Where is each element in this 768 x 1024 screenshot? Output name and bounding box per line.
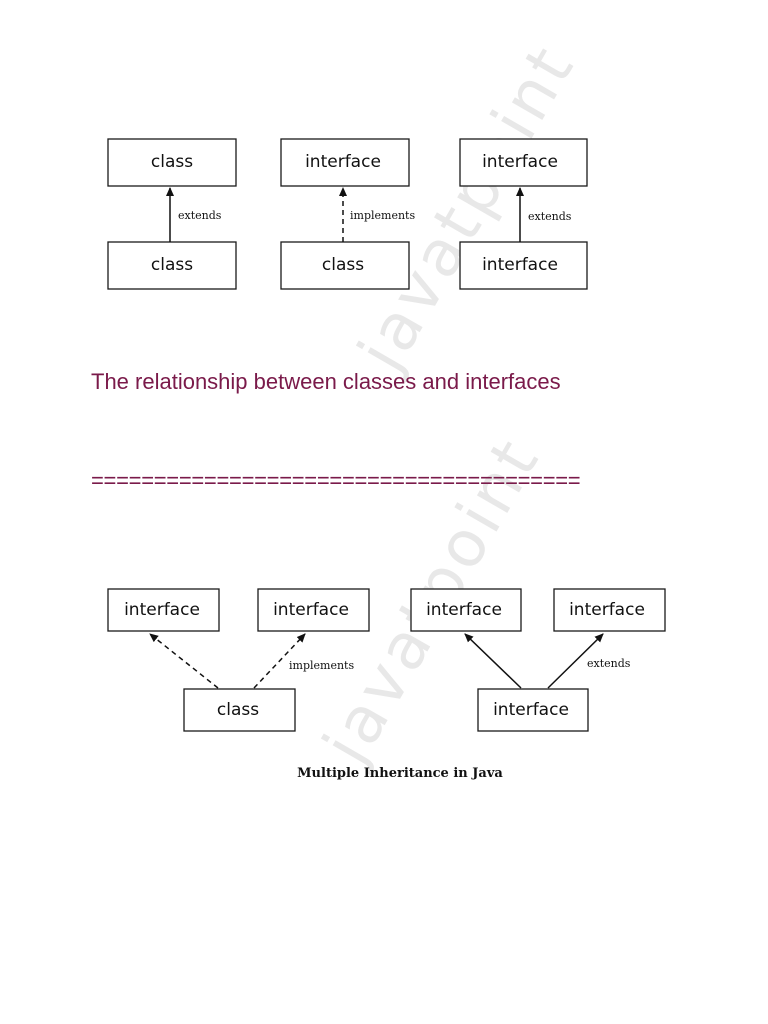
node-label: interface — [569, 600, 645, 620]
node-label: class — [151, 255, 193, 275]
node-interface-parent: interface — [280, 138, 410, 187]
node-interface-d: interface — [553, 588, 666, 632]
node-interface-b: interface — [257, 588, 370, 632]
node-label: interface — [482, 255, 558, 275]
node-label: class — [151, 152, 193, 172]
edge-extends-left-arrow — [464, 633, 522, 689]
edge-label-extends-bottom: extends — [587, 657, 631, 670]
node-label: class — [322, 255, 364, 275]
node-interface-c: interface — [410, 588, 522, 632]
node-label: class — [217, 700, 259, 720]
separator-line: ======================================= — [91, 468, 581, 493]
diagram-caption: The relationship between classes and int… — [91, 369, 561, 394]
edge-label-extends: extends — [178, 209, 222, 222]
node-class-multi: class — [183, 688, 296, 732]
node-label: interface — [482, 152, 558, 172]
figure-title: Multiple Inheritance in Java — [297, 766, 503, 781]
node-label: interface — [305, 152, 381, 172]
node-class-implementor: class — [280, 241, 410, 290]
edge-extends-right-arrow — [547, 633, 604, 689]
node-interface-a: interface — [107, 588, 220, 632]
node-label: interface — [493, 700, 569, 720]
diagram-top: class class extends interface class impl… — [107, 138, 588, 290]
edge-implements-left-arrow — [149, 633, 219, 689]
edge-label-implements: implements — [350, 209, 415, 222]
node-interface-multi: interface — [477, 688, 589, 732]
node-label: interface — [426, 600, 502, 620]
node-label: interface — [273, 600, 349, 620]
node-class-child: class — [107, 241, 237, 290]
node-label: interface — [124, 600, 200, 620]
diagram-bottom: interface interface class implements int… — [107, 588, 666, 732]
edge-label-implements-bottom: implements — [289, 659, 354, 672]
node-class-parent: class — [107, 138, 237, 187]
node-interface-parent-2: interface — [459, 138, 588, 187]
edge-implements-right-arrow — [253, 633, 306, 689]
node-interface-child: interface — [459, 241, 588, 290]
edge-label-extends-2: extends — [528, 210, 572, 223]
